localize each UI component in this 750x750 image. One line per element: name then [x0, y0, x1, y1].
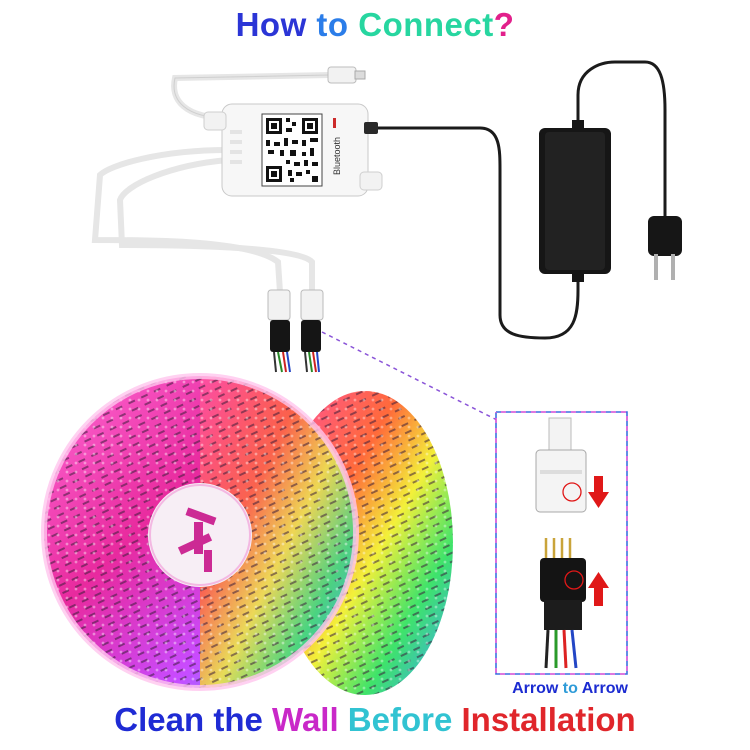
led-strip-reel-front-icon [41, 373, 359, 691]
inset-caption: Arrow to Arrow [490, 680, 650, 698]
caption-word-to: to [562, 680, 582, 697]
qr-code-icon [261, 113, 323, 187]
title-word-how: How [235, 6, 317, 43]
spare-connector-icon [327, 66, 366, 84]
title-question-mark: ? [493, 6, 515, 43]
callout-leader [321, 331, 498, 421]
title-word-connect: Connect [358, 6, 494, 43]
footer-word-installation: Installation [461, 701, 636, 738]
down-arrow-icon [588, 476, 609, 508]
power-adapter-icon [539, 60, 667, 282]
plug-icon [648, 216, 682, 280]
caption-word-arrow: Arrow [512, 680, 563, 697]
strip-connectors [267, 289, 324, 373]
caption-word-arrow-2: Arrow [581, 680, 628, 697]
connector-inset [495, 411, 628, 675]
dc-cable [366, 126, 580, 340]
page-title: How to Connect? [0, 6, 750, 44]
up-arrow-icon [588, 572, 609, 606]
footer-word-the: the [213, 701, 273, 738]
controller-label: Bluetooth [332, 137, 342, 175]
footer-word-before: Before [347, 701, 462, 738]
title-word-to: to [316, 6, 359, 43]
footer-word-clean: Clean [114, 701, 214, 738]
bluetooth-controller-icon: Bluetooth [203, 103, 383, 197]
footer-word-wall: Wall [272, 701, 348, 738]
footer-instruction: Clean the Wall Before Installation [0, 701, 750, 739]
